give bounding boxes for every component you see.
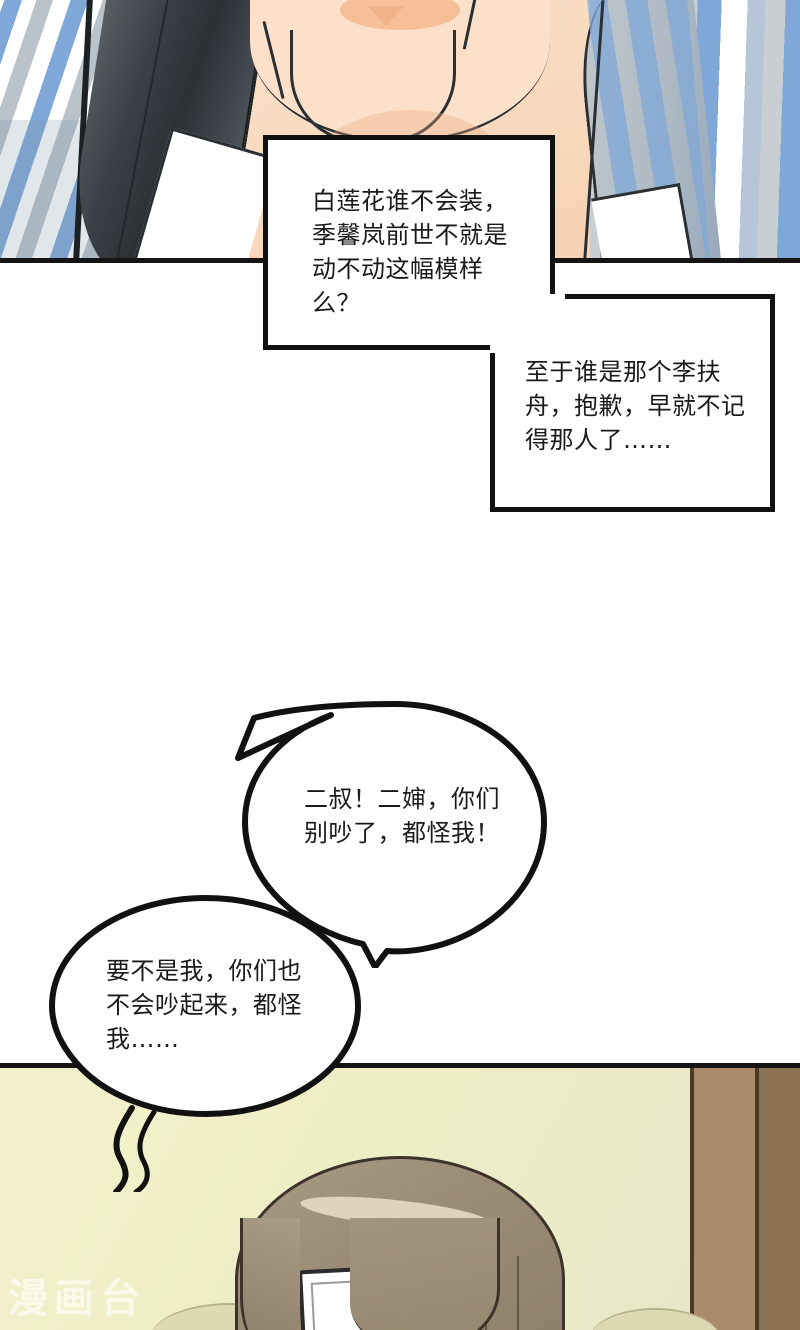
door-panel-light	[690, 1068, 759, 1330]
bangs-right	[350, 1218, 500, 1330]
foreground-shrub-right	[590, 1308, 720, 1330]
chin-notch	[368, 6, 404, 26]
side-hair-left	[240, 1218, 300, 1330]
panel-bottom: 漫画台	[0, 1063, 800, 1330]
speech-bubble-upper-outline	[235, 701, 547, 968]
door-panel-dark	[755, 1068, 800, 1330]
hair-strand-4	[517, 1256, 519, 1330]
speech-text-upper: 二叔！二婶，你们别吵了，都怪我！	[304, 785, 500, 847]
speech-bubble-upper: 二叔！二婶，你们别吵了，都怪我！	[232, 698, 557, 968]
speech-bubble-lower: 要不是我，你们也不会吵起来，都怪我……	[36, 892, 381, 1192]
speech-bubble-lower-outline	[49, 895, 361, 1192]
caption-join-patch	[495, 299, 561, 349]
narration-text-2: 至于谁是那个李扶舟，抱歉，早就不记得那人了……	[525, 358, 746, 454]
narration-text-1: 白莲花谁不会装，季馨岚前世不就是动不动这幅模样么？	[312, 187, 508, 317]
speech-text-lower: 要不是我，你们也不会吵起来，都怪我……	[106, 957, 302, 1053]
